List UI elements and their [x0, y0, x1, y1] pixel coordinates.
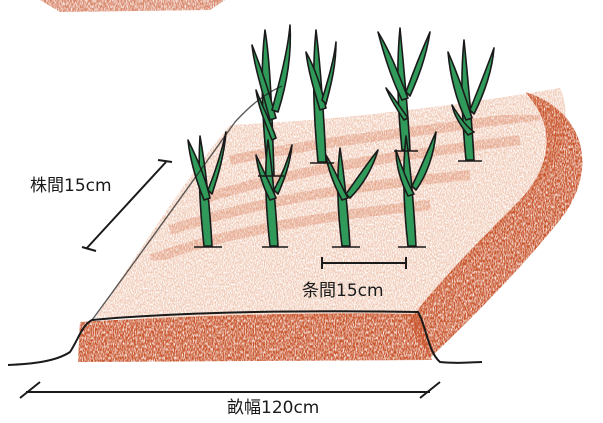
row-spacing-label: 条間15cm — [302, 283, 384, 300]
soil-scrap — [40, 0, 225, 12]
plant-spacing-label: 株間15cm — [30, 178, 112, 195]
bed-width-marker — [20, 382, 440, 398]
bed-width-label: 畝幅120cm — [227, 400, 319, 417]
bed-front-face — [78, 313, 432, 362]
